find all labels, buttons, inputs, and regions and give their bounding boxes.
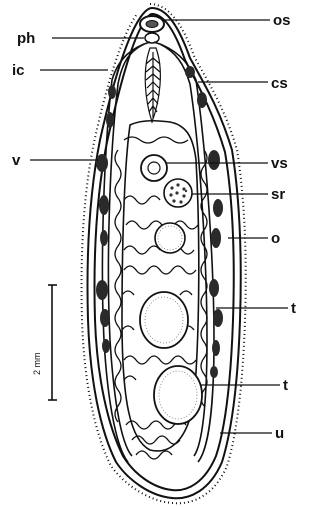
label-v: v (12, 152, 21, 169)
label-ic: ic (12, 62, 25, 79)
tegument-spines (82, 4, 246, 503)
anterior-testis (140, 292, 188, 348)
posterior-testis (154, 366, 202, 424)
cirrus-sac (145, 48, 160, 122)
scale-bar-label: 2 mm (32, 353, 42, 376)
label-t-anterior: t (291, 300, 296, 317)
scale-bar (48, 285, 57, 400)
ventral-sucker (141, 155, 167, 181)
label-cs: cs (271, 75, 288, 92)
label-t-posterior: t (283, 377, 288, 394)
label-sr: sr (271, 186, 285, 203)
pharynx (145, 33, 159, 43)
label-o: o (271, 230, 280, 247)
label-vs: vs (271, 155, 288, 172)
oral-sucker (140, 16, 164, 32)
ovary (155, 223, 185, 253)
label-u: u (275, 425, 284, 442)
label-ph: ph (17, 30, 35, 47)
label-os: os (273, 12, 291, 29)
